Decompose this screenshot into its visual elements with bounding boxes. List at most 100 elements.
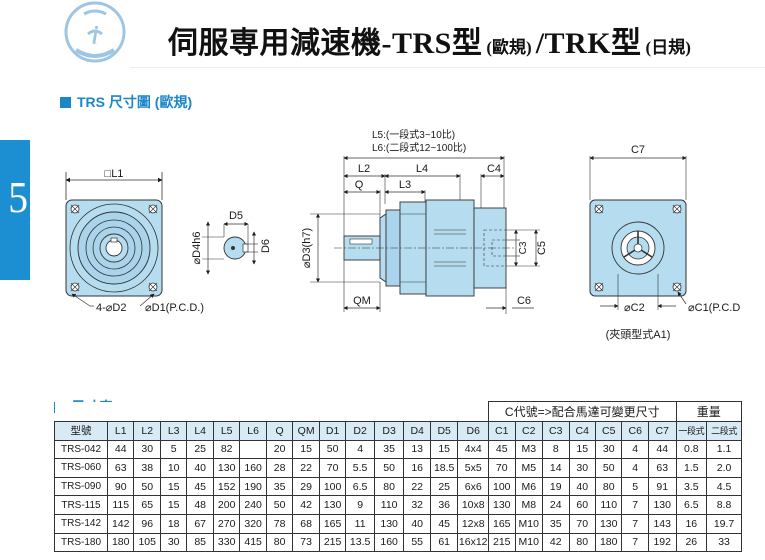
table-cell: 7 bbox=[621, 495, 649, 515]
page-header: i 伺服専用減速機-TRS型 (歐規) /TRK型 (日規) bbox=[0, 0, 765, 78]
table-cell: 78 bbox=[265, 513, 294, 534]
table-cell: 1.5 bbox=[675, 458, 708, 478]
table-cell: 40 bbox=[186, 458, 214, 478]
table-cell: 4 bbox=[621, 439, 649, 460]
column-header: L1 bbox=[106, 421, 135, 441]
table-cell: M8 bbox=[514, 495, 544, 515]
table-cell: 180 bbox=[106, 532, 135, 553]
table-cell: 50 bbox=[265, 495, 294, 515]
table-cell: 270 bbox=[212, 513, 241, 534]
table-cell: 35 bbox=[373, 439, 405, 460]
table-cell: 6x6 bbox=[457, 476, 490, 497]
column-header: L4 bbox=[186, 421, 214, 441]
column-header: L3 bbox=[159, 421, 188, 441]
dim-label-d4: ⌀D4h6 bbox=[191, 232, 203, 265]
company-logo-icon: i bbox=[64, 1, 126, 63]
table-cell: 73 bbox=[292, 532, 320, 553]
dim-label-c2: ⌀C2 bbox=[624, 302, 645, 314]
table-cell: 15 bbox=[292, 439, 320, 460]
table-cell: 215 bbox=[318, 532, 347, 553]
dim-label-c6: C6 bbox=[517, 295, 531, 307]
table-cell: 240 bbox=[239, 495, 267, 515]
table-cell: 25 bbox=[186, 439, 214, 460]
table-cell: 152 bbox=[212, 476, 241, 497]
table-cell: 5.5 bbox=[345, 458, 375, 478]
table-cell: 26 bbox=[675, 532, 708, 553]
table-cell: 63 bbox=[106, 458, 135, 478]
column-header: C6 bbox=[621, 421, 649, 441]
title-main: 伺服専用減速機-TRS型 bbox=[168, 27, 483, 60]
table-cell: 16x12 bbox=[457, 532, 490, 553]
table-cell: 45 bbox=[186, 476, 214, 497]
table-cell: 4.5 bbox=[706, 476, 742, 497]
column-header: D6 bbox=[457, 421, 490, 441]
model-cell: TRS-115 bbox=[54, 495, 108, 515]
header-rule bbox=[130, 62, 765, 68]
table-cell: 20 bbox=[265, 439, 294, 460]
table-cell: 82 bbox=[212, 439, 241, 460]
table-cell: 7 bbox=[621, 532, 649, 553]
table-cell: 12x8 bbox=[457, 513, 490, 534]
table-cell: 180 bbox=[594, 532, 623, 553]
table-cell: 42 bbox=[542, 532, 570, 553]
side-view: L5:(一段式3~10比) L6:(二段式12~100比) L2 L4 C4 Q… bbox=[301, 128, 548, 314]
column-header: D2 bbox=[345, 421, 375, 441]
table-cell: 70 bbox=[568, 513, 596, 534]
table-cell: 67 bbox=[186, 513, 214, 534]
column-header: D3 bbox=[373, 421, 405, 441]
table-cell: 44 bbox=[106, 439, 135, 460]
table-cell: 50 bbox=[373, 458, 405, 478]
shaft-section-view: D5 D6 ⌀D4h6 bbox=[191, 210, 272, 275]
table-cell: 7 bbox=[621, 513, 649, 534]
table-cell: 330 bbox=[212, 532, 241, 553]
table-cell: 63 bbox=[647, 458, 677, 478]
table-cell: 33 bbox=[706, 532, 742, 553]
table-cell: 90 bbox=[106, 476, 135, 497]
table-cell: 13.5 bbox=[345, 532, 375, 553]
table-cell: 130 bbox=[488, 495, 516, 515]
table-cell: 8.8 bbox=[706, 495, 742, 515]
table-cell: 18.5 bbox=[429, 458, 459, 478]
table-cell: 0.8 bbox=[675, 439, 708, 460]
page-number: 51 bbox=[8, 173, 48, 222]
table-cell: 55 bbox=[403, 532, 431, 553]
table-cell: 22 bbox=[403, 476, 431, 497]
section-heading-drawing: TRS 尺寸圖 (歐規) bbox=[60, 93, 192, 111]
table-cell: 11 bbox=[345, 513, 375, 534]
table-cell: 50 bbox=[318, 439, 347, 460]
table-cell: 15 bbox=[568, 439, 596, 460]
column-header: C2 bbox=[514, 421, 544, 441]
table-cell: 40 bbox=[403, 513, 431, 534]
table-cell: 40 bbox=[568, 476, 596, 497]
table-cell: 165 bbox=[318, 513, 347, 534]
table-cell: 8 bbox=[542, 439, 570, 460]
table-cell: 143 bbox=[647, 513, 677, 534]
table-cell: 16 bbox=[675, 513, 708, 534]
table-cell: 165 bbox=[488, 513, 516, 534]
note-l5: L5:(一段式3~10比) bbox=[372, 128, 455, 141]
dim-label-d2: 4-⌀D2 bbox=[96, 302, 126, 314]
dim-label-l4: L4 bbox=[416, 163, 428, 175]
table-cell: M10 bbox=[514, 513, 544, 534]
table-cell: 1.1 bbox=[706, 439, 742, 460]
table-cell: 320 bbox=[239, 513, 267, 534]
table-cell: 16 bbox=[403, 458, 431, 478]
note-l6: L6:(二段式12~100比) bbox=[372, 141, 466, 154]
table-cell: 30 bbox=[133, 439, 161, 460]
model-cell: TRS-180 bbox=[54, 532, 108, 553]
table-cell: 130 bbox=[212, 458, 241, 478]
front-view: □L1 4-⌀D2 ⌀D1(P.C.D.) bbox=[65, 168, 204, 314]
table-cell: 36 bbox=[429, 495, 459, 515]
table-cell: 100 bbox=[318, 476, 347, 497]
table-cell: 19 bbox=[542, 476, 570, 497]
table-cell: 130 bbox=[594, 513, 623, 534]
table-cell: 192 bbox=[647, 532, 677, 553]
table-cell: 200 bbox=[212, 495, 241, 515]
title-sub-eu: (歐規) bbox=[486, 38, 532, 57]
table-cell: 44 bbox=[647, 439, 677, 460]
table-cell: 96 bbox=[133, 513, 161, 534]
table-cell: 130 bbox=[373, 513, 405, 534]
